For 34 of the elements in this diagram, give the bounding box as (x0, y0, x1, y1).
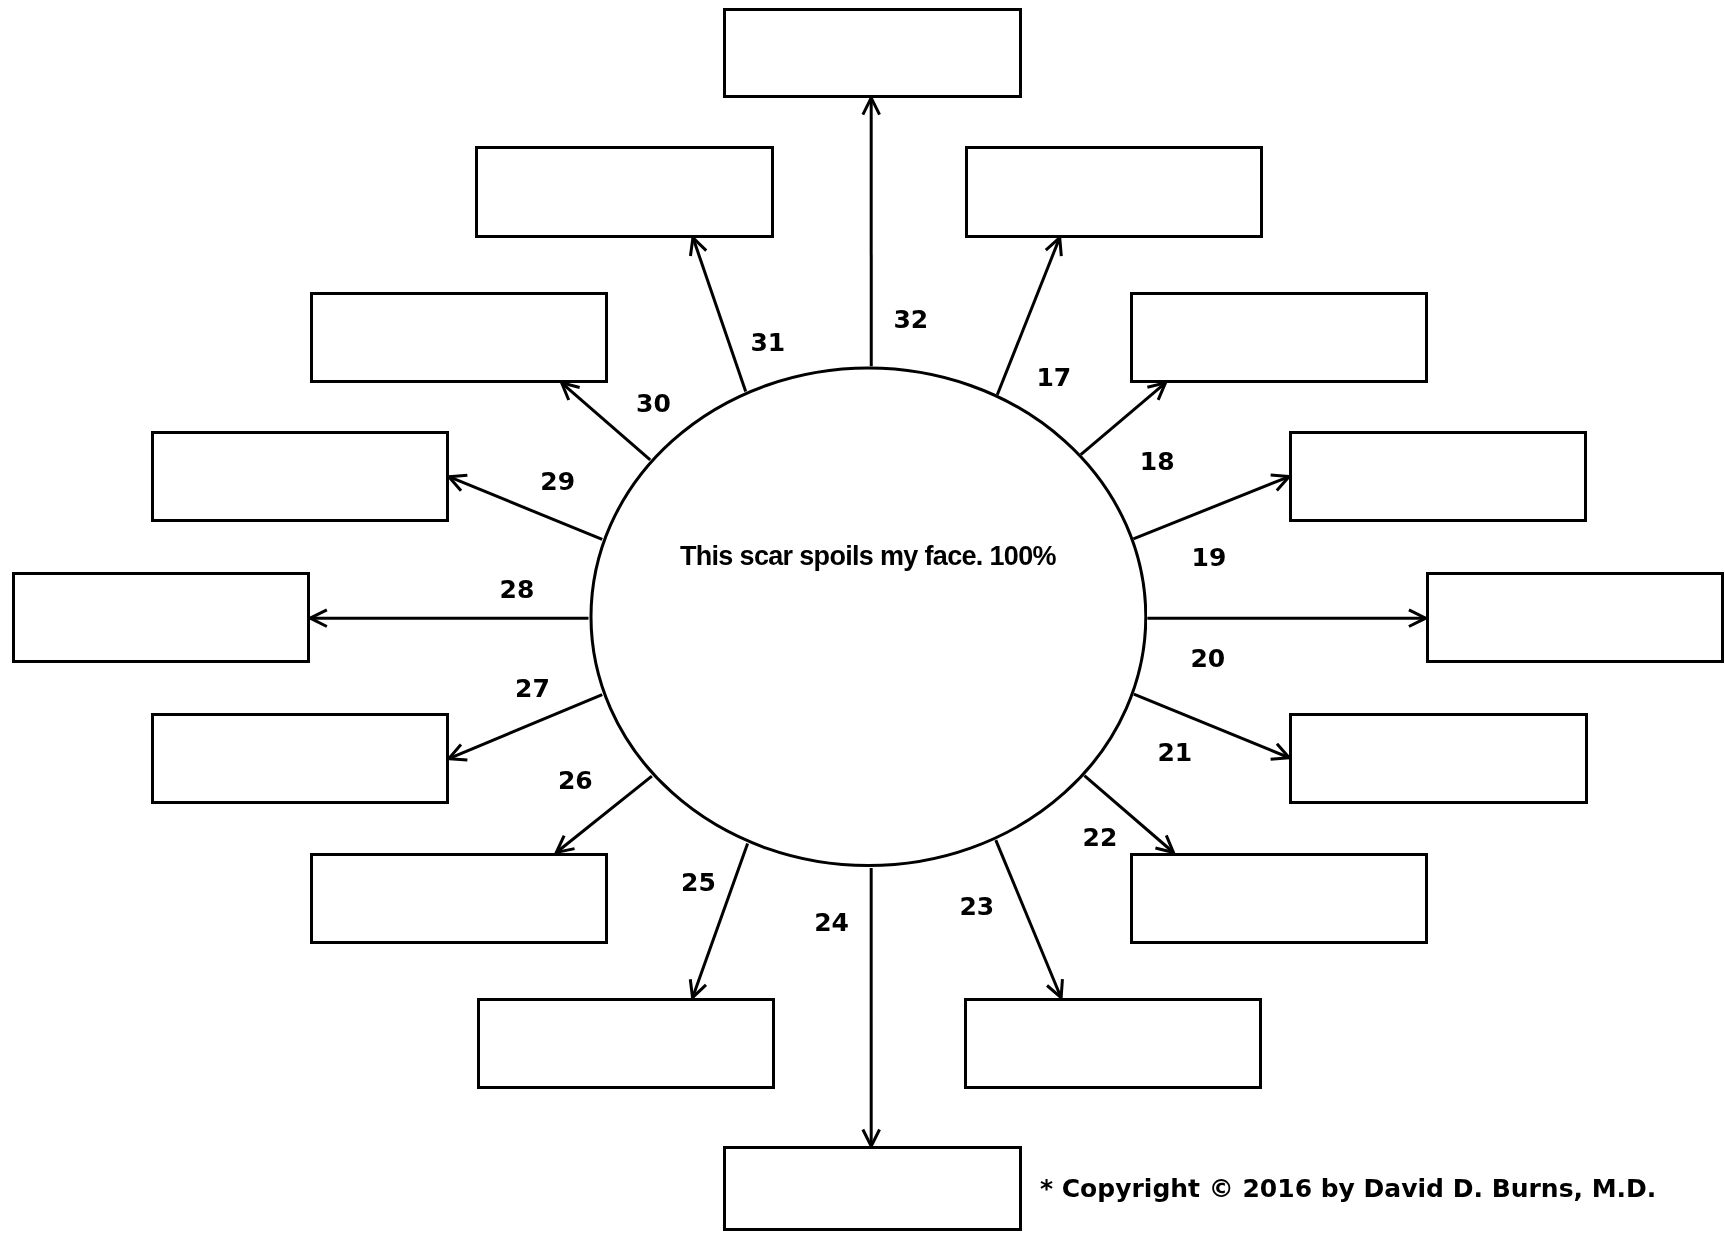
empty-box (1129, 291, 1428, 383)
arrow (861, 867, 882, 1148)
empty-box (722, 7, 1022, 98)
empty-box (12, 572, 311, 664)
empty-box (1129, 852, 1428, 944)
empty-box (964, 146, 1263, 238)
arrow (308, 608, 589, 629)
empty-box (1425, 572, 1724, 664)
copyright-note: * Copyright © 2016 by David D. Burns, M.D. (1040, 1173, 1657, 1205)
empty-box (722, 1146, 1022, 1231)
belief-statement: This scar spoils my face. 100% (679, 540, 1056, 574)
empty-box (1289, 431, 1588, 523)
arrow (861, 96, 882, 367)
empty-box (310, 852, 609, 944)
arrow (688, 236, 748, 393)
arrow (1132, 473, 1291, 541)
arrow (1079, 381, 1167, 456)
arrow (560, 381, 652, 461)
arrow (995, 236, 1063, 396)
arrow (1083, 774, 1175, 854)
arrow (447, 473, 603, 541)
arrow (554, 774, 653, 854)
arrow (1133, 692, 1291, 761)
empty-box (310, 291, 609, 383)
empty-box (150, 431, 449, 523)
empty-box (477, 997, 776, 1089)
arrow (1147, 608, 1428, 629)
arrow (688, 842, 750, 1000)
arrow (994, 839, 1064, 1000)
empty-box (475, 146, 775, 238)
empty-box (963, 997, 1262, 1089)
arrow (447, 693, 603, 762)
empty-box (1289, 712, 1589, 805)
empty-box (150, 712, 449, 805)
